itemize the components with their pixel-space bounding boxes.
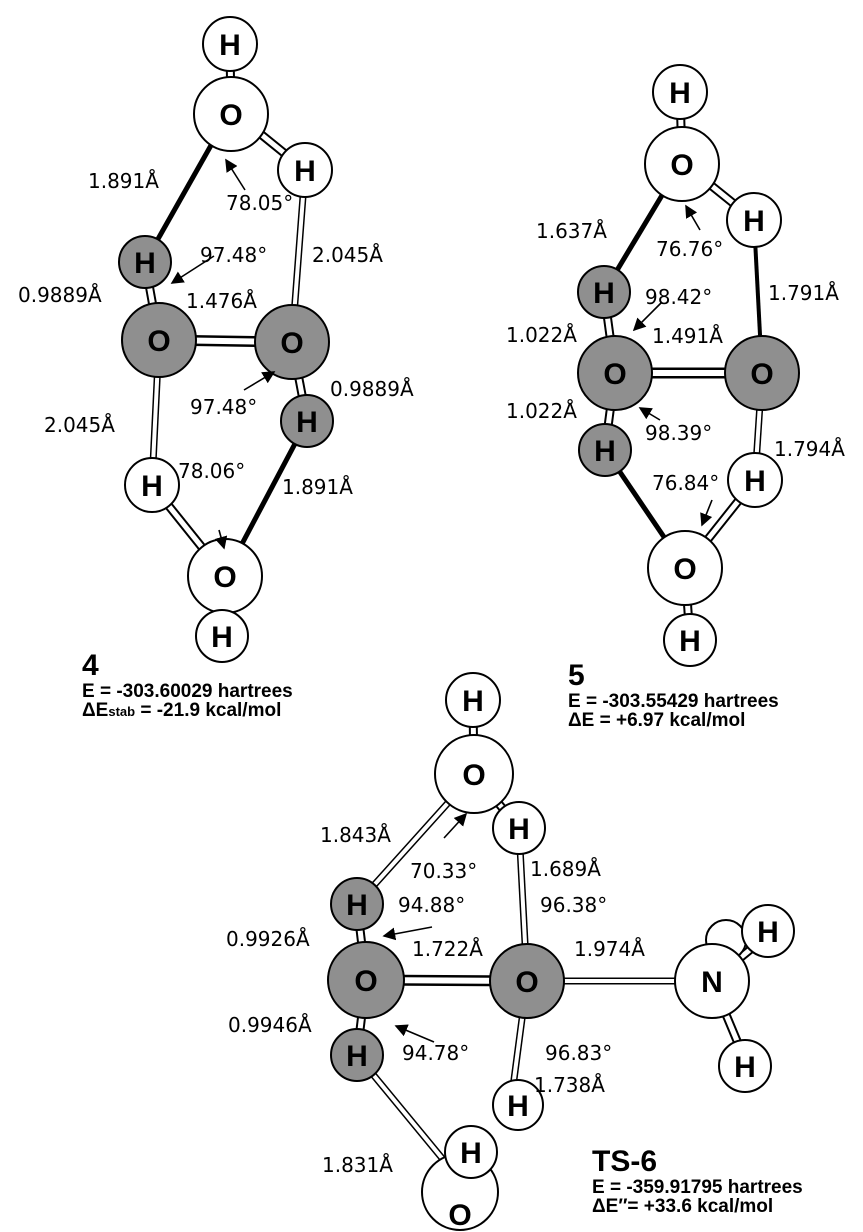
structure-number: TS-6 [592,1145,658,1178]
atoms-ts6 [327,672,795,1231]
atom-o: O [354,965,377,998]
atom-labels-5: H O H H O O H H O H [593,77,774,658]
structure-number: 4 [82,649,99,682]
atom-o: O [219,99,242,132]
bond-length-label: 1.722Å [412,937,483,961]
arrows-ts6 [382,812,468,1043]
atom-h: H [346,889,368,922]
energy-value: E = -303.55429 hartrees [568,690,779,712]
stabilization-energy: ΔEstab = -21.9 kcal/mol [82,700,282,722]
bond-length-label: 1.022Å [506,323,577,347]
bond-length-label: 2.045Å [312,243,383,267]
atom-o: O [670,149,693,182]
bond-length-label: 0.9946Å [228,1013,312,1037]
angle-label: 96.83° [545,1041,612,1065]
atom-o: O [213,561,236,594]
angle-label: 94.78° [402,1041,469,1065]
atom-h: H [294,155,316,188]
angle-label: 97.48° [200,243,267,267]
caption-molecule-4: 4 E = -303.60029 hartrees ΔEstab = -21.9… [82,650,293,721]
bond-length-label: 1.891Å [282,475,353,499]
atom-h: H [669,77,691,110]
atom-h: H [507,1090,529,1123]
atoms-4 [118,16,334,663]
angle-label: 98.39° [645,421,712,445]
activation-energy: ΔE″= +33.6 kcal/mol [592,1196,774,1218]
arrows-4 [170,158,276,550]
angle-label: 70.33° [410,859,477,883]
molecule-5: H O H H O O H H O H 1.637Å 76.76° 1.791Å… [506,64,845,667]
bond-length-label: 1.974Å [574,937,645,961]
annotations-ts6: 1.843Å 70.33° 1.689Å 94.88° 96.38° 0.992… [226,823,645,1177]
atom-o: O [603,358,626,391]
bond-length-label: 1.689Å [530,857,601,881]
atom-o: O [280,327,303,360]
angle-label: 94.88° [398,893,465,917]
bond-length-label: 1.891Å [88,169,159,193]
atom-n: N [701,966,723,999]
bond-length-label: 1.791Å [768,281,839,305]
molecule-4: H O H H O O H H O H 1.891Å 78.05° 2.045Å… [18,16,414,663]
atom-h: H [141,470,163,503]
angle-label: 96.38° [540,893,607,917]
angle-label: 76.76° [656,237,723,261]
atom-o: O [515,966,538,999]
atom-labels-4: H O H H O O H H O H [134,29,318,654]
bond-length-label: 1.637Å [536,219,607,243]
atom-o: O [462,759,485,792]
atom-o: O [673,553,696,586]
angle-label: 98.42° [645,285,712,309]
energy-value: E = -303.60029 hartrees [82,680,293,702]
atom-labels-ts6: H O H H O O H H N H H H O [346,685,779,1232]
annotations-5: 1.637Å 76.76° 1.791Å 98.42° 1.022Å 1.491… [506,219,845,495]
structure-number: 5 [568,659,585,692]
angle-label: 78.05° [226,191,293,215]
bond-length-label: 1.794Å [774,437,845,461]
bond-length-label: 1.843Å [320,823,391,847]
atom-o: O [147,325,170,358]
bond-length-label: 1.491Å [652,324,723,348]
atom-h: H [460,1137,482,1170]
caption-molecule-5: 5 E = -303.55429 hartrees ΔE = +6.97 kca… [568,660,779,731]
angle-label: 78.06° [178,459,245,483]
atom-h: H [744,465,766,498]
atom-h: H [757,916,779,949]
bond-length-label: 1.738Å [534,1073,605,1097]
relative-energy: ΔE = +6.97 kcal/mol [568,710,746,732]
bond-length-label: 0.9889Å [330,377,414,401]
molecule-ts6: H O H H O O H H N H H H O 1.843Å 70.33° … [226,672,795,1232]
atom-h: H [743,205,765,238]
atom-h: H [679,625,701,658]
bond-length-label: 0.9889Å [18,283,102,307]
atom-h: H [593,277,615,310]
atom-h: H [594,435,616,468]
bond-length-label: 1.476Å [186,289,257,313]
atom-h: H [134,247,156,280]
bond-length-label: 2.045Å [44,413,115,437]
energy-value: E = -359.91795 hartrees [592,1176,803,1198]
atom-h: H [296,406,318,439]
annotations-4: 1.891Å 78.05° 2.045Å 97.48° 0.9889Å 1.47… [18,169,414,499]
atom-h: H [462,685,484,718]
arrows-5 [632,204,713,527]
atom-o: O [448,1199,471,1232]
atom-h: H [734,1051,756,1084]
angle-label: 97.48° [190,395,257,419]
atom-h: H [346,1040,368,1073]
atom-h: H [219,29,241,62]
bond-length-label: 1.831Å [322,1153,393,1177]
atom-h: H [211,621,233,654]
angle-label: 76.84° [652,471,719,495]
bond-length-label: 0.9926Å [226,927,310,951]
bond-length-label: 1.022Å [506,399,577,423]
atom-h: H [508,813,530,846]
caption-ts6: TS-6 E = -359.91795 hartrees ΔE″= +33.6 … [592,1146,803,1217]
atoms-5 [577,64,800,667]
atom-o: O [750,358,773,391]
